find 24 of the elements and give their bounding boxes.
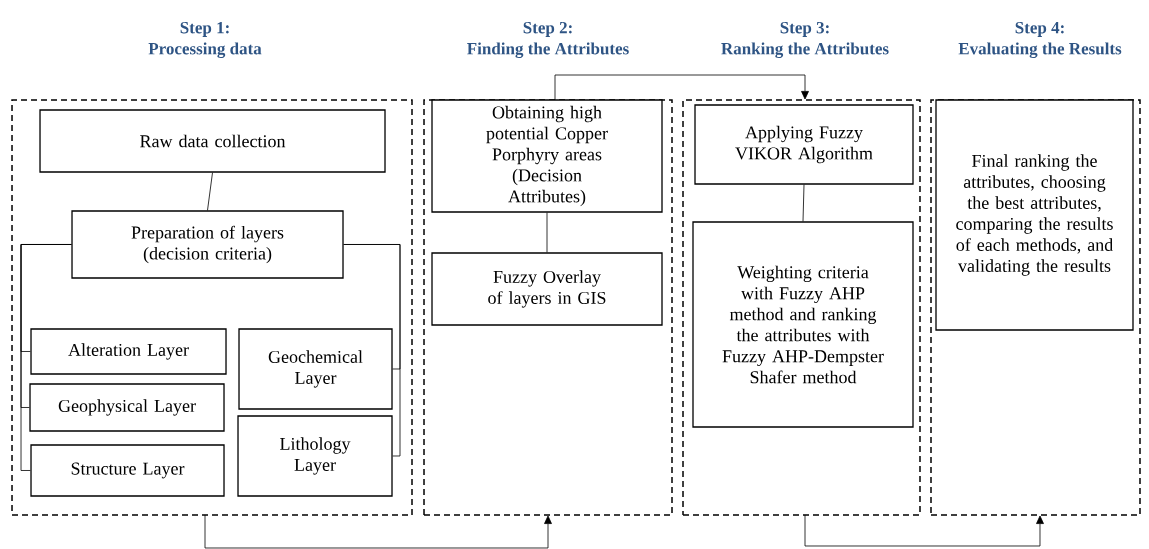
step-heading: Step 2: Finding the Attributes (467, 22, 629, 58)
process-box: Obtaining high potential Copper Porphyry areas (Decision Attributes) (431, 99, 663, 213)
process-box: Geochemical Layer (238, 328, 393, 410)
connector (802, 184, 805, 222)
process-box: Preparation of layers (decision criteria) (71, 210, 344, 279)
step-heading: Step 4: Evaluating the Results (958, 22, 1122, 58)
process-box: Raw data collection (39, 109, 386, 173)
connector (343, 244, 401, 457)
process-box: Fuzzy Overlay of layers in GIS (431, 252, 663, 326)
step-heading: Step 3: Ranking the Attributes (721, 22, 889, 58)
process-box: Alteration Layer (30, 328, 227, 375)
process-box: Weighting criteria with Fuzzy AHP method and ranking the attributes with Fuzzy AHP-Dempster Shafer method (692, 221, 914, 428)
process-box: Structure Layer (30, 444, 225, 497)
connector (204, 514, 552, 549)
step-heading: Step 1: Processing data (148, 22, 262, 58)
connector (207, 172, 213, 211)
process-box: Geophysical Layer (29, 383, 225, 432)
connector (546, 212, 548, 253)
connector (554, 74, 809, 101)
process-box: Applying Fuzzy VIKOR Algorithm (694, 104, 914, 185)
process-box: Final ranking the attributes, choosing the best attributes, comparing the results of each methods, and validating the results (935, 99, 1134, 331)
connector (20, 244, 72, 471)
connector (804, 514, 1044, 547)
process-box: Lithology Layer (237, 415, 393, 497)
